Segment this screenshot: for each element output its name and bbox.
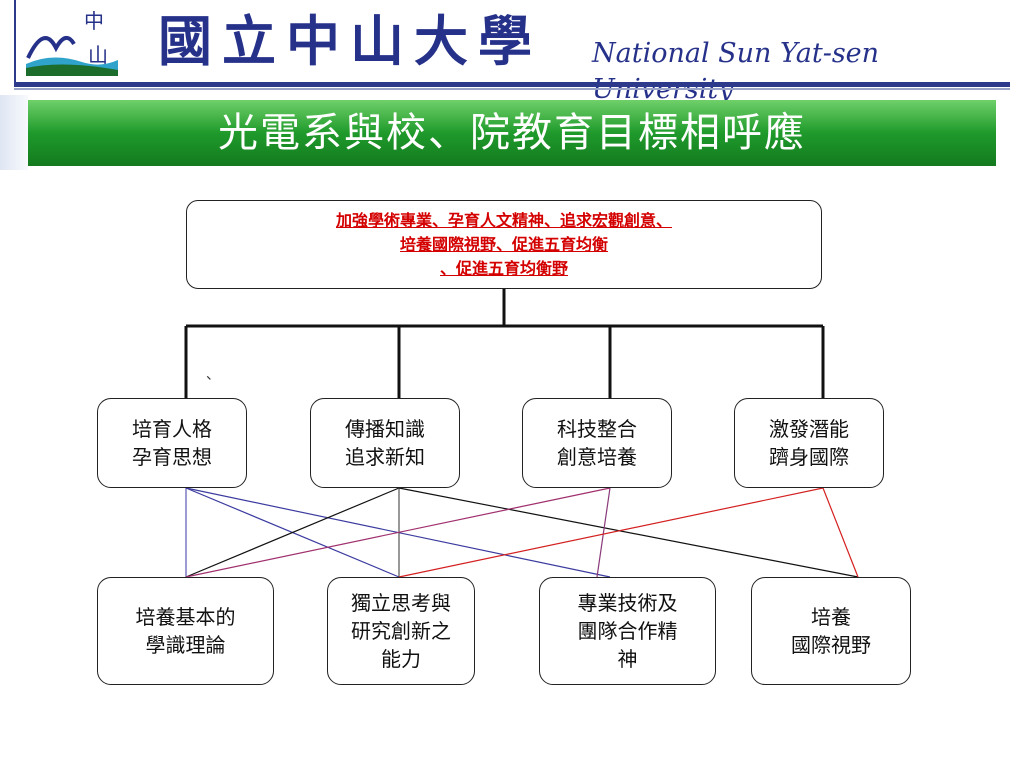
dept-goal-3-line-3: 神 [617,647,638,671]
dept-goal-3-line-1: 專業技術及 [577,591,678,615]
link-m2-b4 [398,487,859,578]
slide-title: 光電系與校、院教育目標相呼應 [28,100,996,166]
svg-text:山: 山 [88,43,108,67]
college-goal-4-line-1: 激發潛能 [769,417,849,441]
stray-tick-mark: 、 [206,367,220,383]
link-m2-b1 [185,487,400,578]
header: 中 山 國立中山大學 National Sun Yat-sen Universi… [0,0,1024,105]
dept-goal-2-line-1: 獨立思考與 [351,591,451,615]
college-goal-box-3: 科技整合 創意培養 [522,398,672,488]
college-goal-2-line-2: 追求新知 [345,445,425,469]
university-chinese-name: 國立中山大學 [158,9,542,73]
dept-goal-4-line-1: 培養 [811,605,851,629]
link-m4-b2 [398,487,824,578]
dept-goal-box-4: 培養 國際視野 [751,577,911,685]
college-goal-4-line-2: 躋身國際 [769,445,849,469]
college-goal-box-2: 傳播知識 追求新知 [310,398,460,488]
header-rule [14,82,1010,87]
school-goals-line-2: 培養國際視野、促進五育均衡 [399,234,608,254]
dept-goal-1-line-1: 培養基本的 [135,605,236,629]
dept-goal-box-3: 專業技術及 團隊合作精 神 [539,577,716,685]
college-goal-box-4: 激發潛能 躋身國際 [734,398,884,488]
college-goal-1-line-1: 培育人格 [132,417,212,441]
dept-goal-box-2: 獨立思考與 研究創新之 能力 [327,577,475,685]
dept-goal-2-line-2: 研究創新之 [351,619,451,643]
college-goal-1-line-2: 孕育思想 [132,445,212,469]
dept-goal-3-line-2: 團隊合作精 [577,619,678,643]
college-goal-3-line-2: 創意培養 [557,445,637,469]
link-m3-b1 [185,487,611,578]
school-goals-line-3: 、促進五育均衡野 [439,258,568,278]
university-logo: 中 山 [26,9,118,76]
link-m4-b4 [822,487,859,578]
college-goal-3-line-1: 科技整合 [557,417,637,441]
dept-goal-2-line-3: 能力 [381,647,421,671]
college-goal-box-1: 培育人格 孕育思想 [97,398,247,488]
school-goals-line-1: 加強學術專業、孕育人文精神、追求宏觀創意、 [335,210,672,230]
dept-goal-4-line-2: 國際視野 [791,633,871,657]
dept-goal-1-line-2: 學識理論 [145,633,226,657]
school-goals-box: 加強學術專業、孕育人文精神、追求宏觀創意、 培養國際視野、促進五育均衡 、促進五… [186,200,822,289]
header-rule-thin [14,88,1010,90]
link-m3-b3 [596,487,611,578]
header-left-line [14,0,16,82]
dept-goal-box-1: 培養基本的 學識理論 [97,577,274,685]
svg-text:中: 中 [84,9,104,33]
college-goal-2-line-1: 傳播知識 [345,417,425,441]
side-shade [0,95,28,170]
